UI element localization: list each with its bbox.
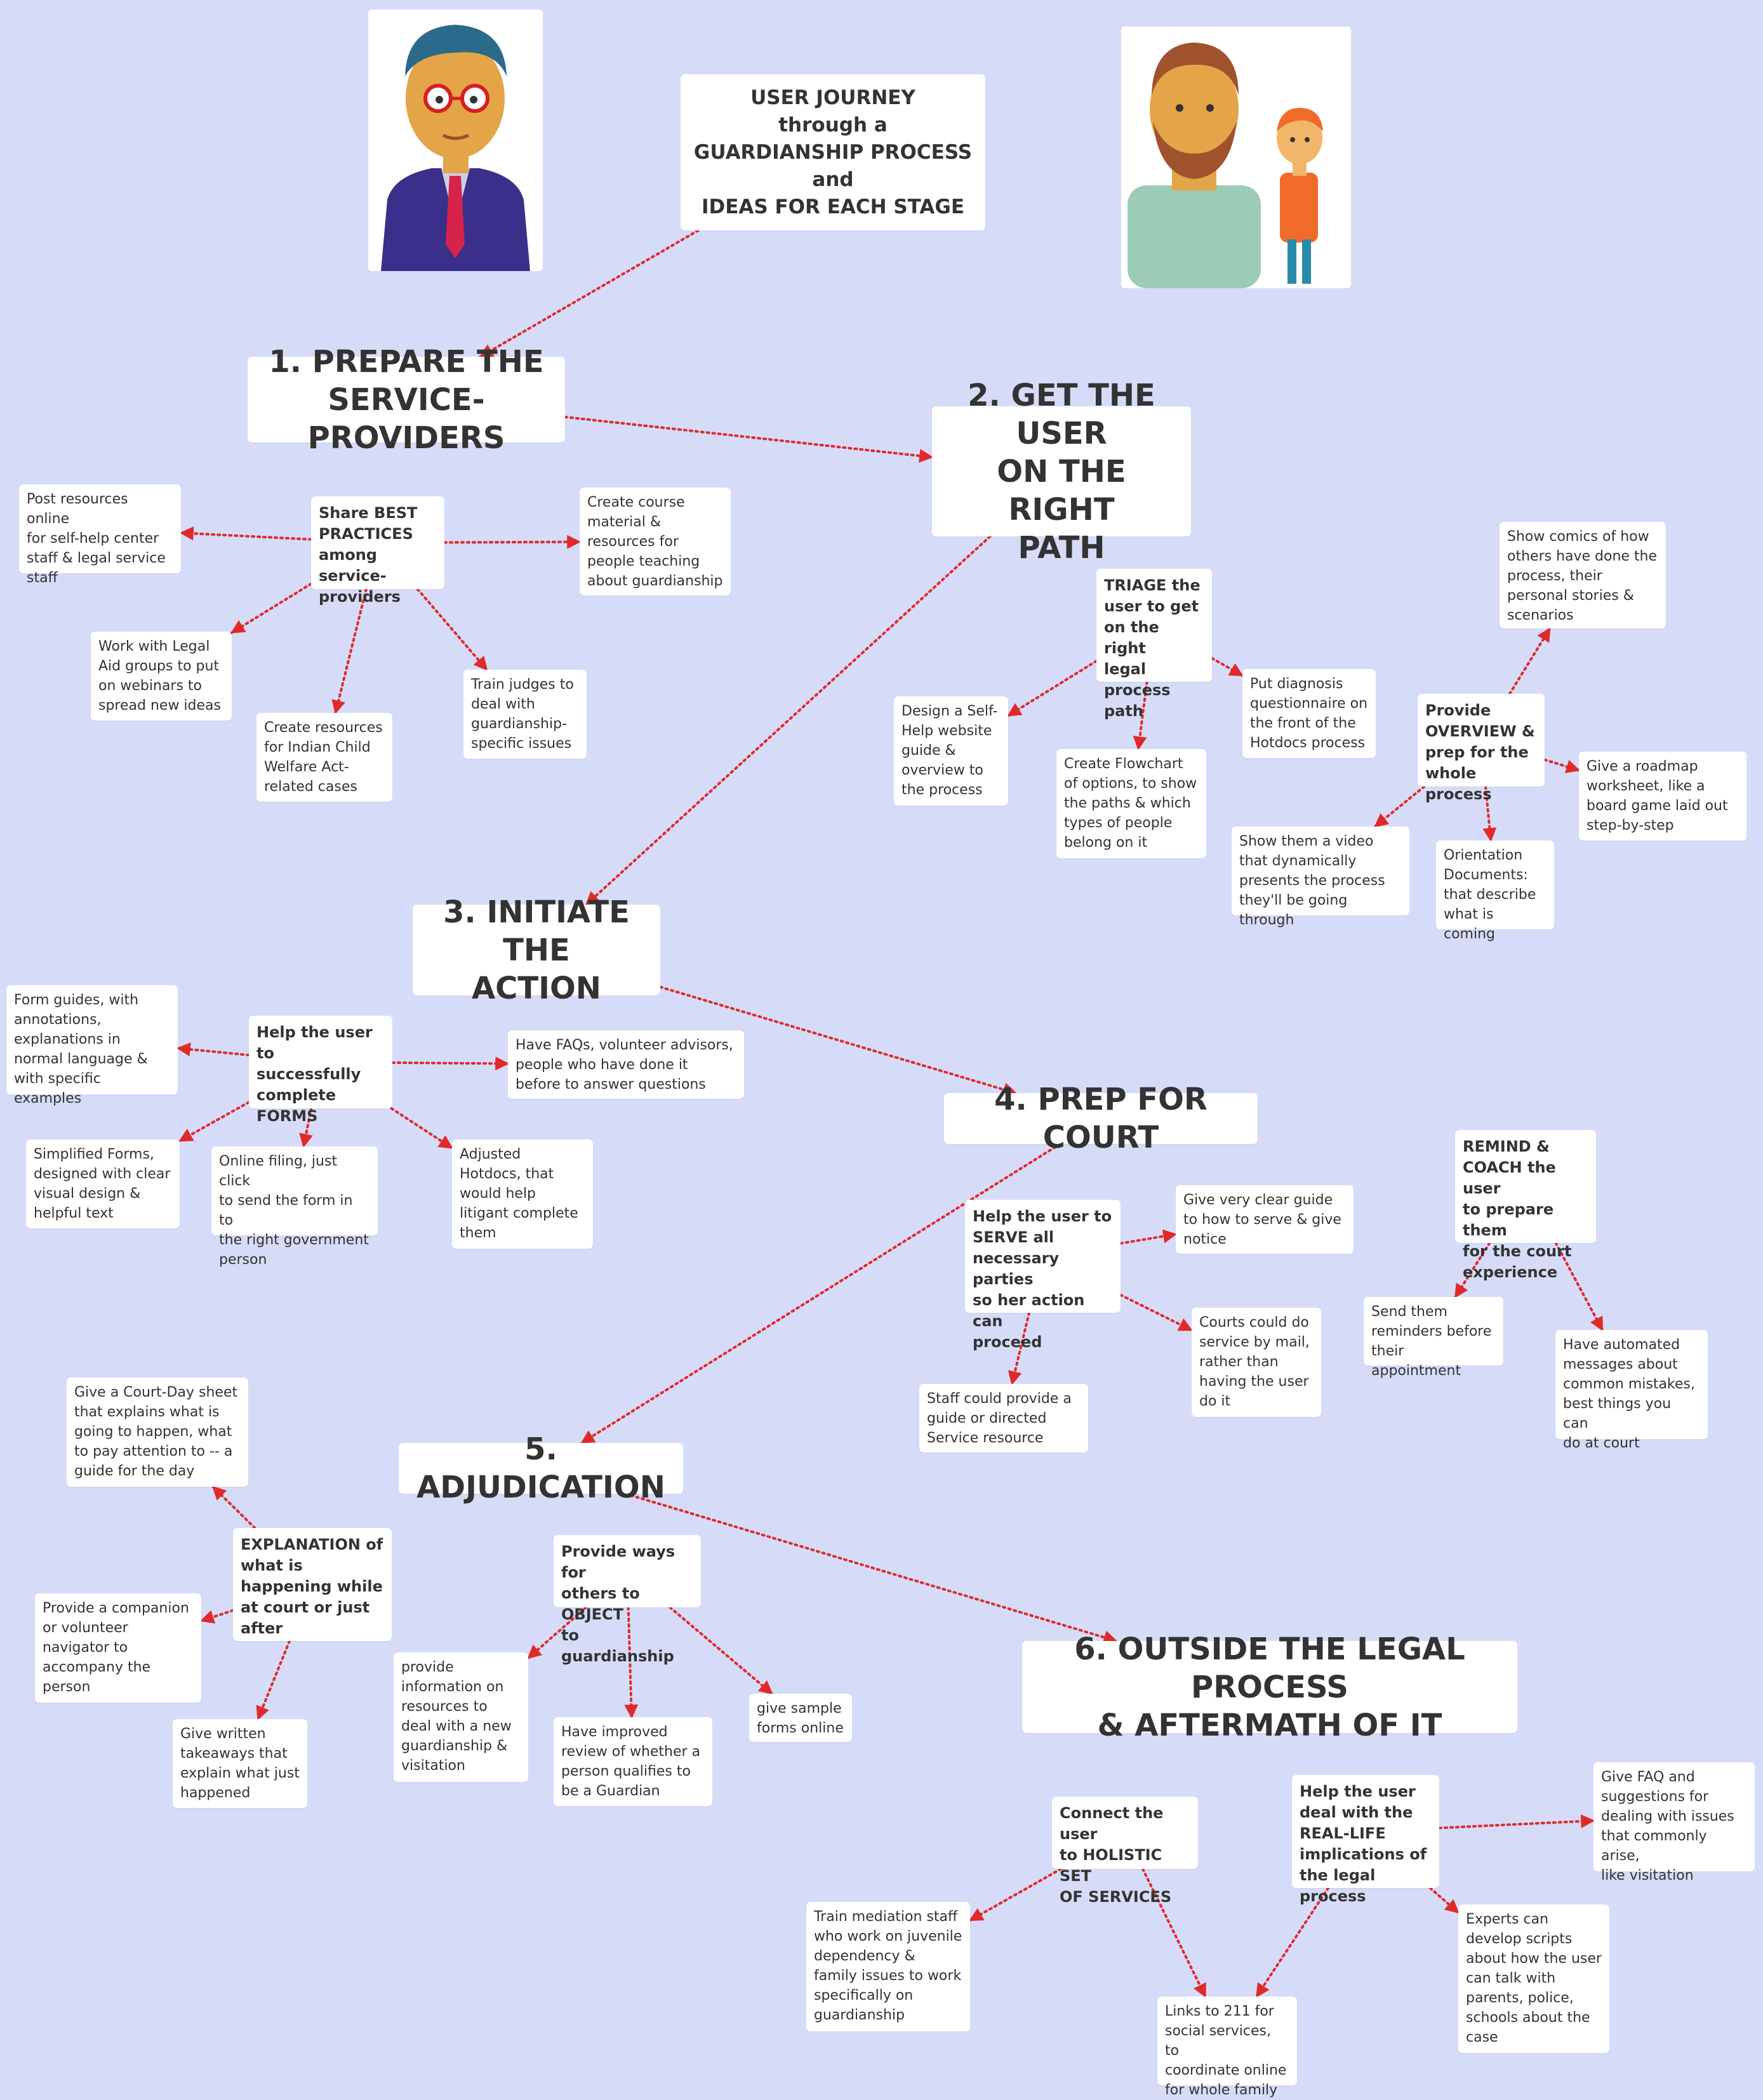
idea-real-life-implications: Help the user deal with the REAL-LIFE im… [1292,1775,1439,1905]
leaf-links-to-211: Links to 211 for social services, to coo… [1157,1997,1297,2098]
leaf-improved-review: Have improved review of whether a person… [554,1717,712,1806]
leaf-companion-navigator: Provide a companion or volunteer navigat… [35,1593,201,1703]
leaf-faq-visitation: Give FAQ and suggestions for dealing wit… [1593,1762,1755,1884]
connector-arrow [391,1056,510,1071]
leaf-online-filing: Online filing, just click to send the fo… [211,1146,378,1268]
connector-arrow [176,1042,250,1057]
leaf-roadmap-worksheet: Give a roadmap worksheet, like a board g… [1579,752,1746,841]
idea-help-complete-forms: Help the user to successfully complete F… [249,1016,392,1125]
connector-arrow [390,1107,453,1150]
leaf-train-judges: Train judges to deal with guardianship- … [463,670,587,759]
stage-3-initiate-action: 3. INITIATE THE ACTION [413,894,660,1006]
idea-provide-overview: Provide OVERVIEW & prep for the whole pr… [1418,694,1545,803]
idea-holistic-services: Connect the user to HOLISTIC SET OF SERV… [1052,1797,1198,1906]
leaf-show-comics: Show comics of how others have done the … [1500,522,1666,628]
leaf-orientation-documents: Orientation Documents: that describe wha… [1436,841,1554,942]
leaf-diagnosis-questionnaire: Put diagnosis questionnaire on the front… [1242,669,1376,758]
idea-ways-to-object: Provide ways for others to OBJECT to gua… [554,1535,701,1665]
connector-arrow [1438,1814,1595,1830]
connector-arrow [331,588,368,715]
connector-arrow [1543,758,1581,774]
leaf-serve-guide: Give very clear guide to how to serve & … [1176,1185,1354,1254]
father-and-child-icon [1128,43,1323,288]
leaf-self-help-website: Design a Self- Help website guide & over… [894,696,1008,806]
idea-share-best-practices: Share BEST PRACTICES among service- prov… [311,496,444,606]
connector-arrow [1211,656,1244,677]
family-illustration [1121,27,1351,288]
leaf-written-takeaways: Give written takeaways that explain what… [173,1719,307,1808]
connector-arrow [211,1485,256,1529]
idea-help-serve-parties: Help the user to SERVE all necessary par… [965,1200,1121,1351]
connector-arrow [1428,1887,1460,1914]
leaf-object-resources-info: provide information on resources to deal… [394,1652,528,1782]
leaf-court-day-sheet: Give a Court-Day sheet that explains wha… [67,1378,248,1487]
connector-arrow [1119,1229,1178,1245]
connector-arrow [230,582,312,634]
leaf-sample-forms-online: give sample forms online [749,1694,852,1742]
leaf-train-mediation-staff: Train mediation staff who work on juveni… [806,1902,970,2031]
leaf-service-by-mail: Courts could do service by mail, rather … [1192,1308,1321,1417]
idea-triage-user: TRIAGE the user to get on the right lega… [1096,569,1212,720]
stage-4-prep-for-court: 4. PREP FOR COURT [944,1082,1258,1155]
leaf-expert-scripts: Experts can develop scripts about how th… [1458,1904,1609,2053]
leaf-legal-aid-webinars: Work with Legal Aid groups to put on web… [91,632,232,721]
connector-arrow [443,535,582,549]
connector-arrow [199,1609,234,1624]
stage-5-adjudication: 5. ADJUDICATION [399,1432,683,1505]
leaf-indian-child-welfare-resources: Create resources for Indian Child Welfar… [256,713,392,802]
idea-remind-and-coach: REMIND & COACH the user to prepare them … [1455,1130,1596,1281]
connector-arrow [1373,785,1426,828]
idea-explanation-at-court: EXPLANATION of what is happening while a… [233,1528,392,1641]
leaf-create-flowchart: Create Flowchart of options, to show the… [1056,749,1206,858]
connector-arrow [564,415,934,463]
leaf-form-guides: Form guides, with annotations, explanati… [6,985,178,1106]
leaf-create-course-material: Create course material & resources for p… [580,488,731,595]
leaf-automated-messages: Have automated messages about common mis… [1555,1330,1708,1451]
connector-arrow [178,1101,250,1143]
connector-arrow [969,1868,1063,1922]
connector-arrow [1007,660,1098,717]
stage-6-outside-legal-process: 6. OUTSIDE THE LEGAL PROCESS & AFTERMATH… [1022,1631,1517,1743]
diagram-title: USER JOURNEY through a GUARDIANSHIP PROC… [681,74,985,230]
service-provider-man-icon [381,25,530,271]
leaf-simplified-forms: Simplified Forms, designed with clear vi… [26,1140,180,1228]
leaf-show-video: Show them a video that dynamically prese… [1232,827,1409,928]
leaf-send-reminders: Send them reminders before their appoint… [1364,1297,1503,1379]
connector-arrow [1119,1293,1193,1332]
connector-arrow [256,1640,291,1721]
leaf-post-resources-online: Post resources online for self-help cent… [19,484,181,586]
connector-arrow [179,526,312,541]
stage-1-prepare-service-providers: 1. PREPARE THE SERVICE-PROVIDERS [248,344,565,456]
leaf-faqs-volunteer-advisors: Have FAQs, volunteer advisors, people wh… [508,1030,744,1099]
connector-arrow [416,588,488,671]
connector-arrow [1508,627,1552,695]
leaf-staff-service-guide: Staff could provide a guide or directed … [919,1384,1088,1452]
stage-2-get-user-on-right-path: 2. GET THE USER ON THE RIGHT PATH [932,378,1191,566]
service-provider-illustration [368,10,543,271]
connector-arrow [669,1606,774,1695]
leaf-adjusted-hotdocs: Adjusted Hotdocs, that would help litiga… [452,1140,593,1249]
